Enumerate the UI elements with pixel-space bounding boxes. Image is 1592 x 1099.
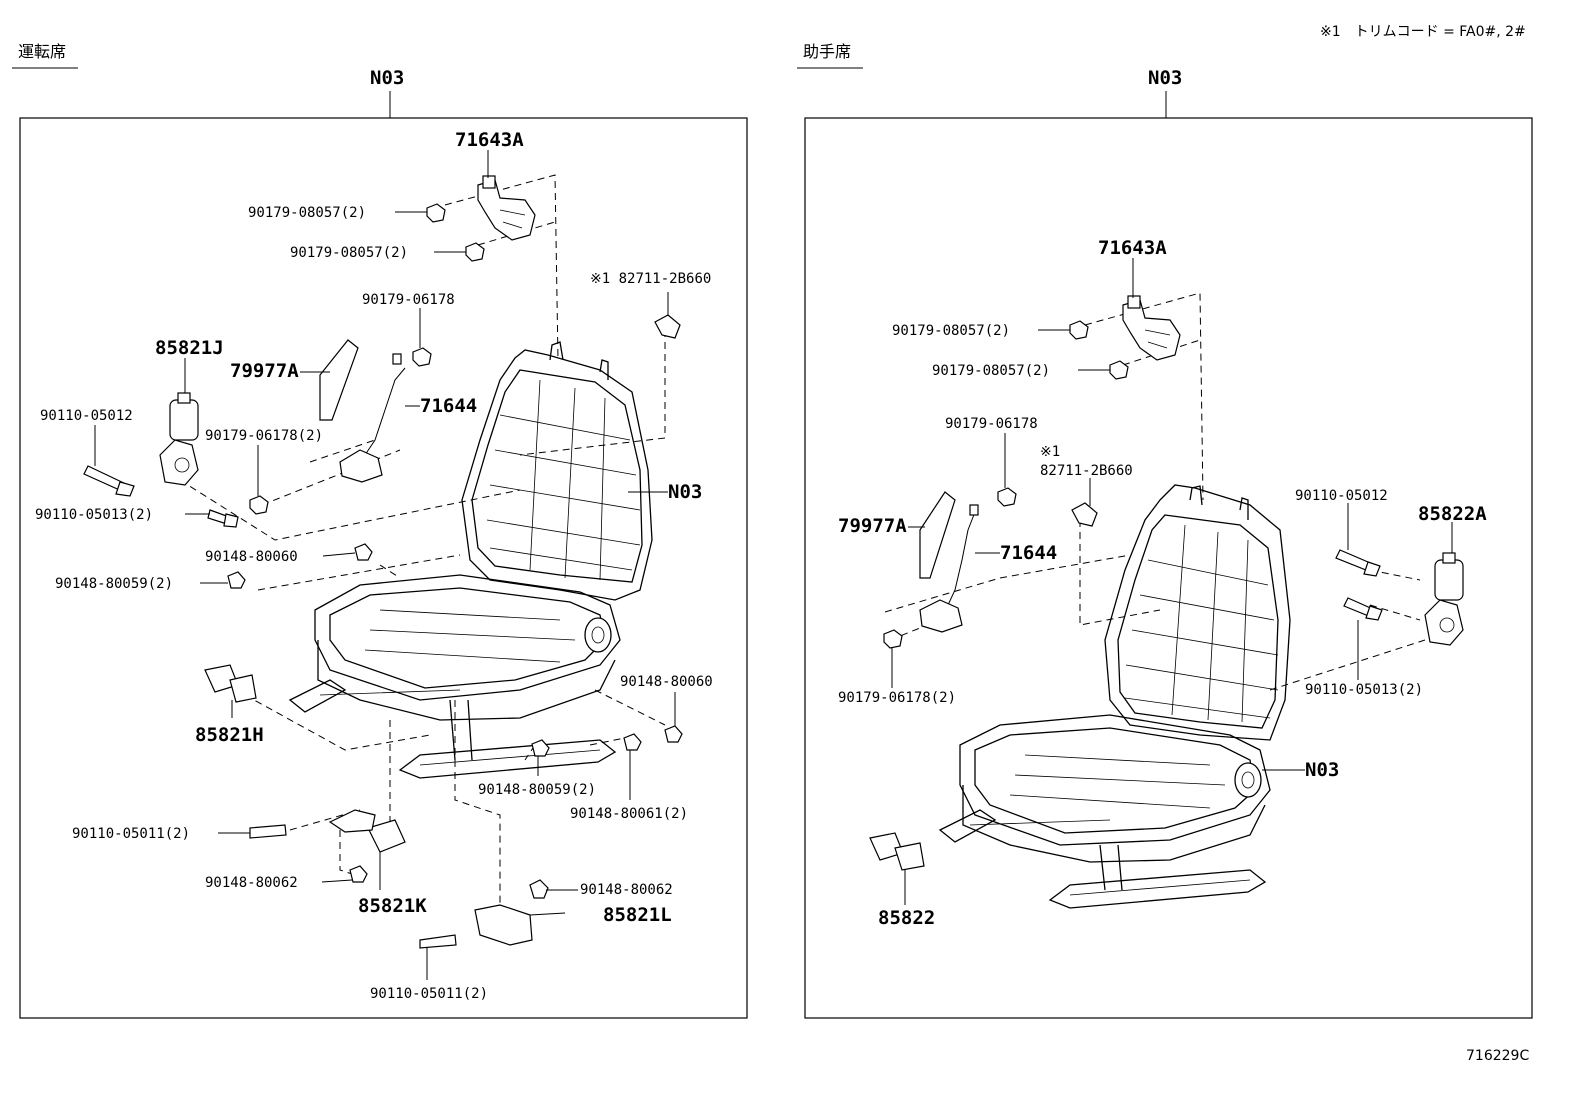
driver-component-71643A [477,175,536,241]
driver-label-85821J: 85821J [155,337,224,359]
driver-component-bolt-05013 [207,495,269,528]
driver-label-90148-80060-a: 90148-80060 [205,549,298,565]
passenger-label-71644: 71644 [1000,542,1057,564]
driver-label-79977A: 79977A [230,360,299,382]
passenger-component-79977A [919,491,956,579]
passenger-label-90179-08057-b: 90179-08057(2) [932,363,1050,379]
driver-component-bolts-80060-80059 [227,543,683,757]
driver-leader-lines [94,150,676,980]
passenger-component-85822A [1424,552,1464,646]
passenger-component-71644 [883,487,1017,649]
driver-label-90148-80061: 90148-80061(2) [570,806,688,822]
driver-component-bolt-05012 [83,465,135,497]
driver-label-90179-08057-a: 90179-08057(2) [248,205,366,221]
driver-label-85821L: 85821L [603,904,672,926]
driver-component-85821L [419,879,566,949]
passenger-seat-title: 助手席 [803,42,851,61]
driver-seat-panel: 運転席 N03 [12,42,748,1019]
driver-label-90110-05013: 90110-05013(2) [35,507,153,523]
driver-label-90110-05011-b: 90110-05011(2) [370,986,488,1002]
driver-seat-title: 運転席 [18,42,66,61]
driver-label-90148-80062-b: 90148-80062 [580,882,673,898]
passenger-component-71643A [1122,295,1181,361]
passenger-label-85822: 85822 [878,907,935,929]
driver-component-85821K [249,809,406,883]
passenger-part-labels: 71643A 90179-08057(2) 90179-08057(2) 901… [838,237,1487,929]
passenger-leader-lines [891,258,1453,905]
driver-label-90179-08057-b: 90179-08057(2) [290,245,408,261]
passenger-component-85822 [869,832,925,871]
driver-label-85821H: 85821H [195,724,264,746]
driver-label-90148-80060-b: 90148-80060 [620,674,713,690]
driver-label-90179-06178-2: 90179-06178(2) [205,428,323,444]
driver-label-71643A: 71643A [455,129,524,151]
driver-label-82711-2B660: ※1 82711-2B660 [590,271,711,287]
passenger-component-nuts-08057 [1069,320,1129,380]
driver-group-label: N03 [370,67,404,89]
passenger-label-N03: N03 [1305,759,1339,781]
driver-label-90110-05012: 90110-05012 [40,408,133,424]
driver-label-N03: N03 [668,481,702,503]
passenger-label-90179-06178-2: 90179-06178(2) [838,690,956,706]
passenger-label-90110-05013: 90110-05013(2) [1305,682,1423,698]
passenger-label-82711-2B660: 82711-2B660 [1040,463,1133,479]
passenger-label-82711-mark: ※1 [1040,444,1060,460]
passenger-group-label: N03 [1148,67,1182,89]
trim-code-note: ※1 トリムコード = FA0#, 2# [1320,24,1526,40]
driver-panel-frame [19,117,748,1019]
passenger-label-85822A: 85822A [1418,503,1487,525]
driver-component-71644 [339,347,432,483]
passenger-label-90110-05012: 90110-05012 [1295,488,1388,504]
driver-label-71644: 71644 [420,395,477,417]
driver-seat-frame-drawing [288,341,653,779]
driver-component-clip-82711 [654,314,681,339]
passenger-label-90179-06178: 90179-06178 [945,416,1038,432]
passenger-label-90179-08057-a: 90179-08057(2) [892,323,1010,339]
passenger-panel-frame [804,117,1533,1019]
driver-label-90148-80059-b: 90148-80059(2) [478,782,596,798]
driver-component-nuts-08057 [426,203,485,262]
passenger-component-bolts-05012-05013 [1335,549,1383,621]
driver-label-90148-80062-a: 90148-80062 [205,875,298,891]
driver-component-85821H [204,664,257,703]
driver-part-labels: 71643A 90179-08057(2) 90179-08057(2) ※1 … [35,129,713,1002]
passenger-label-79977A: 79977A [838,515,907,537]
passenger-seat-panel: 助手席 N03 [797,42,1533,1019]
driver-label-90148-80059-a: 90148-80059(2) [55,576,173,592]
driver-component-79977A [319,339,359,421]
figure-code: 716229C [1466,1048,1529,1064]
driver-component-85821J [159,392,199,486]
passenger-label-71643A: 71643A [1098,237,1167,259]
passenger-component-clip-82711 [1071,502,1098,527]
driver-label-90179-06178: 90179-06178 [362,292,455,308]
passenger-seat-frame-drawing [938,484,1291,909]
driver-label-90110-05011-a: 90110-05011(2) [72,826,190,842]
driver-label-85821K: 85821K [358,895,427,917]
